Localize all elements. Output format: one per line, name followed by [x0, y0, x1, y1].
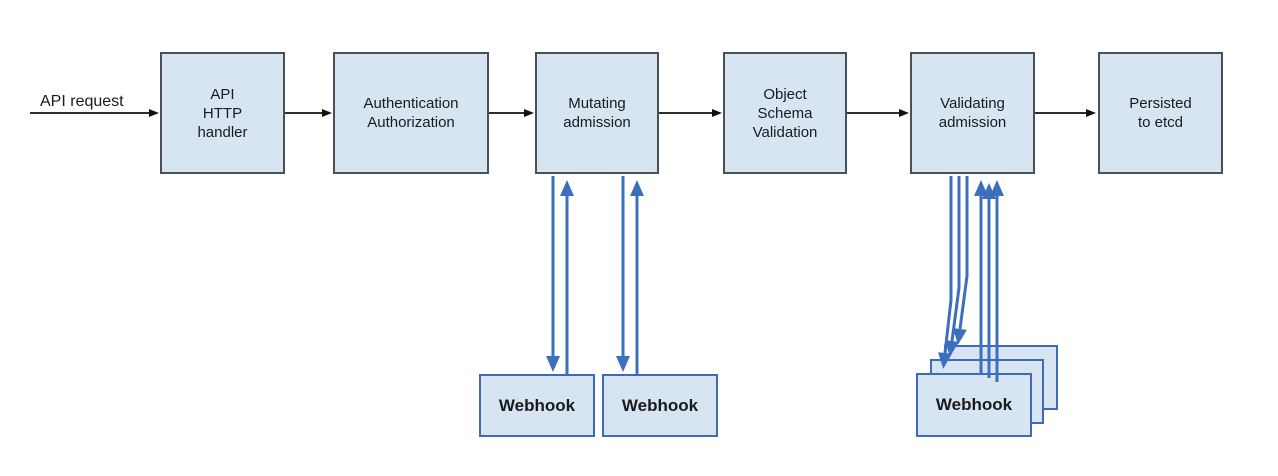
stage-api-http-handler: API HTTP handler: [160, 52, 285, 174]
webhook-box-validating-front: Webhook: [916, 373, 1032, 437]
stage-label-line: Authorization: [367, 114, 455, 131]
stage-label-line: Persisted: [1129, 95, 1192, 112]
stage-mutating-admission: Mutating admission: [535, 52, 659, 174]
stage-label-line: Authentication: [363, 95, 459, 112]
stage-label-line: to etcd: [1137, 114, 1184, 131]
stage-label-line: Mutating: [568, 95, 626, 112]
api-request-label: API request: [40, 93, 124, 110]
stage-label-line: Object: [763, 85, 807, 103]
stage-persisted-to-etcd: Persisted to etcd: [1098, 52, 1223, 174]
webhook-label: Webhook: [935, 395, 1013, 414]
webhook-label: Webhook: [621, 395, 699, 415]
stage-authn-authz: Authentication Authorization: [333, 52, 489, 174]
stage-label-line: Validation: [752, 123, 818, 141]
stage-label-line: Schema: [757, 104, 813, 122]
mutating-webhook-arrows: [546, 176, 644, 374]
stage-object-schema-validation: Object Schema Validation: [723, 52, 847, 174]
stage-label-line: Validating: [940, 95, 1005, 112]
stage-label-line: HTTP: [202, 104, 243, 122]
webhook-box-mutating-1: Webhook: [479, 374, 595, 437]
stage-label-line: handler: [197, 123, 248, 141]
stage-label-line: admission: [563, 114, 631, 131]
stage-validating-admission: Validating admission: [910, 52, 1035, 174]
stage-label-line: admission: [938, 114, 1007, 131]
webhook-box-mutating-2: Webhook: [602, 374, 718, 437]
webhook-label: Webhook: [498, 395, 576, 415]
stage-label-line: API: [210, 85, 235, 103]
